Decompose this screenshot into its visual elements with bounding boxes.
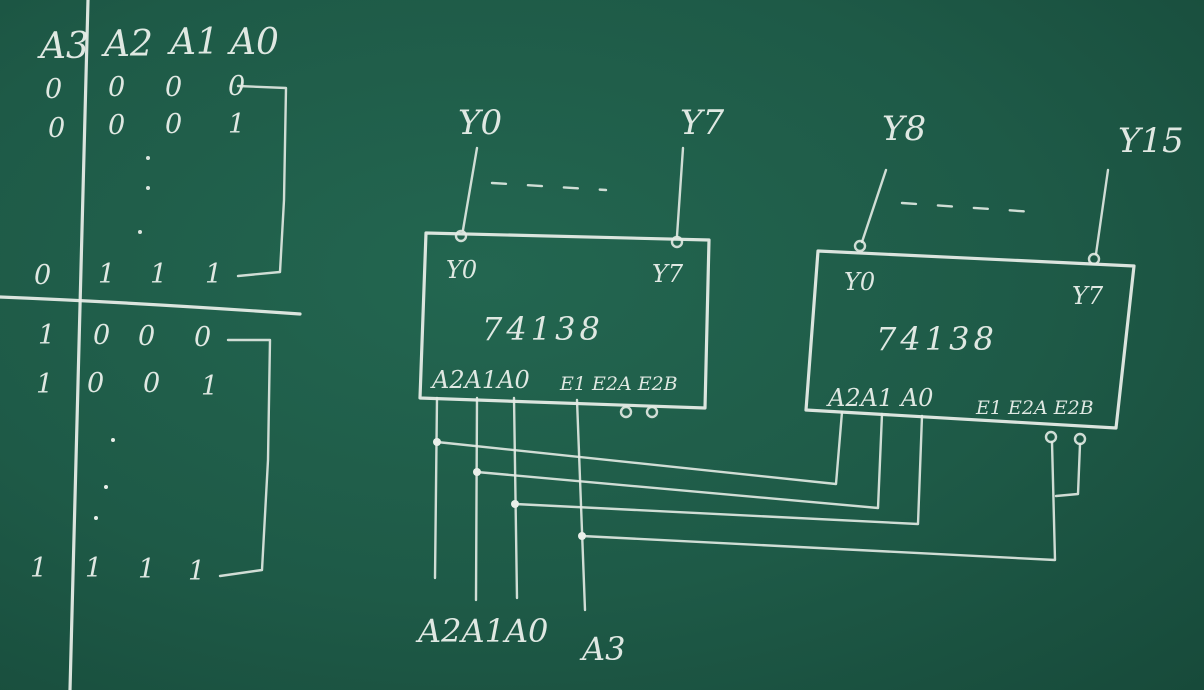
header-a3: A3 [37, 26, 89, 67]
chip2-out-y15-line [1094, 168, 1110, 256]
junction-dot [511, 500, 519, 508]
svg-text:1: 1 [36, 369, 53, 400]
chip2-ext-out-first: Y8 [882, 109, 926, 149]
chip1-enable-bubble [645, 405, 659, 419]
table-row: 1 0 0 1 [36, 368, 218, 402]
svg-text:0: 0 [48, 113, 65, 144]
table-row: 1 1 1 1 [30, 553, 205, 587]
chip1-box [418, 231, 711, 410]
svg-text:0: 0 [93, 320, 110, 351]
chip2-addr-pins: A2A1 A0 [826, 384, 933, 412]
input-msb-label: A3 [579, 630, 625, 668]
svg-text:0: 0 [108, 72, 125, 103]
junction-dot [473, 468, 481, 476]
wire-e2-tie [1054, 442, 1082, 498]
chip1-inverter-bubble [670, 235, 684, 249]
svg-text:1: 1 [188, 556, 205, 587]
input-addr-label: A2A1A0 [415, 612, 548, 650]
svg-text:0: 0 [108, 110, 125, 141]
svg-text:1: 1 [228, 109, 245, 140]
svg-text:1: 1 [205, 259, 222, 290]
chip1-dashes [490, 181, 608, 192]
chip2-enable-pins: E1 E2A E2B [975, 397, 1094, 419]
wire-a0-to-chip2 [513, 414, 924, 526]
wire-a0 [512, 396, 519, 600]
chip1-ext-out-last: Y7 [680, 103, 724, 143]
chip2-out-y8-line [860, 168, 888, 244]
wire-a2-to-chip2 [435, 410, 844, 486]
svg-text:0: 0 [34, 260, 51, 291]
header-a0: A0 [227, 22, 279, 63]
svg-text:1: 1 [85, 553, 102, 584]
svg-text:0: 0 [87, 368, 104, 399]
chip1-pin-out-first: Y0 [446, 256, 477, 284]
wire-a2 [433, 396, 439, 580]
chip1-ext-out-first: Y0 [458, 103, 502, 143]
chip1-inverter-bubble [454, 229, 468, 243]
wire-a3-to-chip2 [580, 440, 1057, 562]
chip2-pin-out-last: Y7 [1072, 282, 1104, 310]
svg-text:1: 1 [201, 371, 218, 402]
chip2-inverter-bubble [1087, 252, 1101, 266]
chip2-enable-bubble [1044, 430, 1058, 444]
svg-text:1: 1 [38, 320, 55, 351]
ellipsis-dots-lower [94, 438, 115, 520]
svg-text:0: 0 [45, 74, 62, 105]
table-vertical-divider [68, 0, 90, 690]
bracket-lower [218, 338, 272, 578]
svg-text:1: 1 [150, 259, 167, 290]
junction-dot [578, 532, 586, 540]
svg-text:0: 0 [194, 322, 211, 353]
table-row: 0 1 1 1 [34, 259, 222, 291]
svg-text:1: 1 [98, 259, 115, 290]
chip1-addr-pins: A2A1A0 [430, 366, 530, 394]
chip2-pin-out-first: Y0 [844, 268, 875, 296]
chip2-dashes [900, 201, 1036, 214]
wire-a3 [575, 398, 587, 612]
chip1-pin-out-last: Y7 [652, 260, 684, 288]
chip2-inverter-bubble [853, 239, 867, 253]
chip1-out-y7-line [675, 146, 685, 238]
svg-text:0: 0 [165, 109, 182, 140]
wire-a1-to-chip2 [475, 412, 884, 510]
wire-a1 [474, 396, 479, 602]
table-row: 0 0 0 0 [45, 71, 245, 105]
table-row: 1 0 0 0 [38, 320, 211, 353]
bracket-upper [236, 84, 288, 278]
svg-text:0: 0 [138, 321, 155, 352]
svg-text:1: 1 [30, 553, 47, 584]
svg-text:0: 0 [143, 368, 160, 399]
chip1-out-y0-line [461, 146, 479, 232]
chip2-label: 74138 [876, 320, 998, 358]
svg-text:0: 0 [228, 71, 245, 102]
chip1-enable-pins: E1 E2A E2B [559, 373, 678, 395]
junction-dot [433, 438, 441, 446]
header-a1: A1 [167, 22, 219, 63]
header-a2: A2 [101, 24, 153, 65]
svg-text:0: 0 [165, 72, 182, 103]
chip2-enable-bubble [1073, 432, 1087, 446]
svg-text:1: 1 [138, 554, 155, 585]
chip1-label: 74138 [482, 310, 604, 348]
table-row: 0 0 0 1 [48, 109, 245, 144]
chip2-box [804, 249, 1136, 430]
chip1-enable-bubble [619, 405, 633, 419]
chip2-ext-out-last: Y15 [1118, 121, 1184, 161]
table-horizontal-divider [0, 295, 302, 316]
ellipsis-dots-upper [138, 156, 150, 234]
